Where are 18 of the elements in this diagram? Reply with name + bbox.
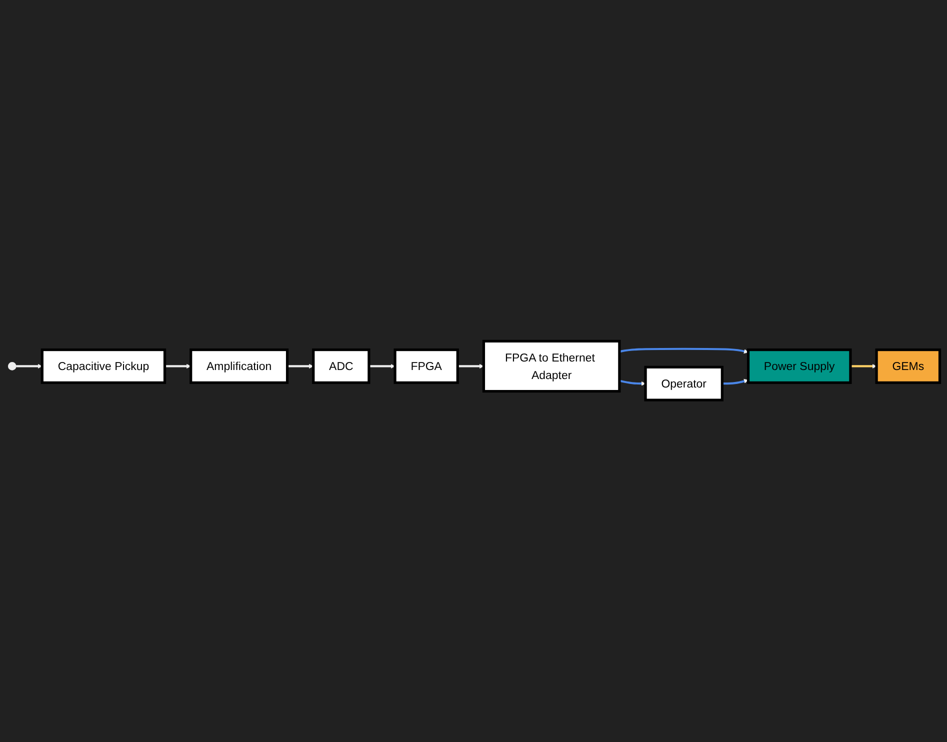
node-box: Power Supply [746, 348, 852, 384]
node-box: Operator [644, 366, 723, 402]
arrow [457, 364, 484, 369]
arrow [286, 364, 314, 369]
node-circle [7, 362, 16, 371]
arrow [722, 379, 748, 386]
node-box: FPGA [393, 348, 458, 384]
arrow [164, 364, 191, 369]
node-box: ADC [312, 348, 370, 384]
arrow [618, 348, 748, 354]
node-box: GEMs [874, 348, 941, 384]
arrow [368, 364, 395, 369]
arrow [618, 380, 646, 386]
node-box: Capacitive Pickup [40, 348, 166, 384]
arrow [850, 364, 876, 369]
node-box: Amplification [189, 348, 288, 384]
arrow [16, 364, 42, 369]
node-box: FPGA to Ethernet Adapter [482, 340, 620, 393]
